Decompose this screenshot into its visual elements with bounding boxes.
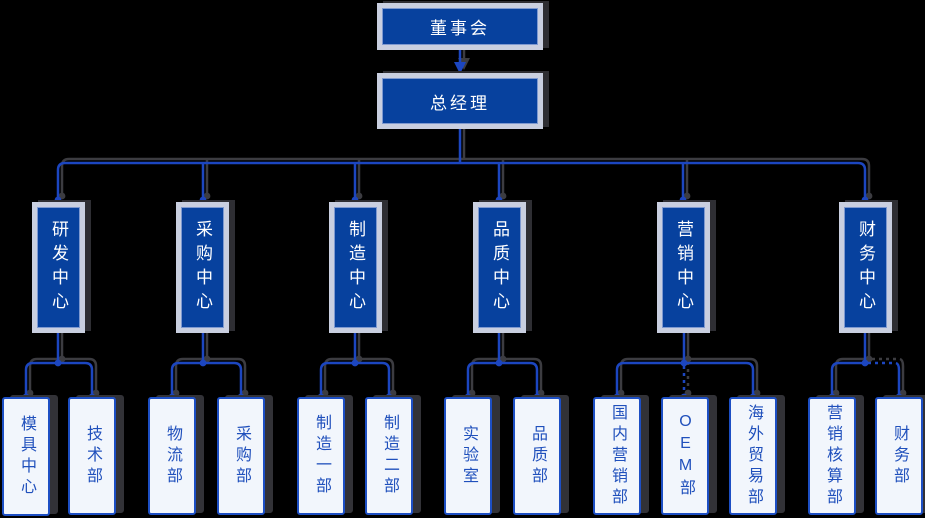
node-label: 制造二部	[381, 414, 398, 498]
node-label: 物流部	[164, 424, 181, 488]
node-center-marketing: 营销中心	[657, 202, 710, 333]
node-dept-domestic-marketing: 国内营销部	[593, 397, 641, 515]
node-dept-technology: 技术部	[68, 397, 116, 515]
connector-quality-depts	[466, 333, 539, 397]
node-label: 董事会	[430, 19, 490, 38]
node-label: 制造一部	[313, 414, 330, 498]
connector-board-gm	[454, 50, 466, 74]
arrow-down-icon	[454, 62, 466, 74]
node-label: 品质中心	[490, 219, 509, 316]
node-dept-quality: 品质部	[513, 397, 561, 515]
node-label: 研发中心	[49, 219, 68, 316]
node-dept-laboratory: 实验室	[444, 397, 492, 515]
connector-procurement-depts	[170, 333, 243, 397]
node-dept-overseas-trade: 海外贸易部	[729, 397, 777, 515]
node-center-rnd: 研发中心	[32, 202, 85, 333]
node-label: 海外贸易部	[745, 403, 762, 509]
connector-gm-centers	[56, 128, 867, 202]
node-dept-oem: OEM部	[661, 397, 709, 515]
node-label: 采购部	[233, 424, 250, 488]
node-label: 总经理	[430, 93, 490, 113]
node-label: 国内营销部	[609, 403, 626, 509]
node-label: 制造中心	[346, 219, 365, 316]
node-general-manager: 总经理	[377, 73, 543, 129]
connector-endpoint-dots	[22, 196, 903, 401]
node-label: 品质部	[529, 424, 546, 488]
node-dept-manufacturing-1: 制造一部	[297, 397, 345, 515]
node-dept-logistics: 物流部	[148, 397, 196, 515]
node-label: 模具中心	[18, 414, 35, 499]
connector-finance-depts	[830, 333, 901, 397]
node-label: 采购中心	[193, 219, 212, 316]
node-label: 营销中心	[674, 219, 693, 316]
node-label: OEM部	[677, 412, 694, 500]
node-center-finance: 财务中心	[839, 202, 892, 333]
node-dept-mold-center: 模具中心	[2, 397, 50, 516]
node-dept-marketing-accounting: 营销核算部	[808, 397, 856, 515]
node-center-quality: 品质中心	[473, 202, 526, 333]
node-label: 技术部	[84, 424, 101, 488]
node-label: 营销核算部	[824, 403, 841, 509]
node-dept-purchasing: 采购部	[217, 397, 265, 515]
node-dept-finance: 财务部	[875, 397, 923, 515]
node-label: 财务部	[891, 424, 908, 488]
node-board: 董事会	[377, 3, 543, 50]
node-label: 财务中心	[856, 219, 875, 316]
node-label: 实验室	[460, 424, 477, 488]
node-center-manufacturing: 制造中心	[329, 202, 382, 333]
node-dept-manufacturing-2: 制造二部	[365, 397, 413, 515]
node-center-procurement: 采购中心	[176, 202, 229, 333]
